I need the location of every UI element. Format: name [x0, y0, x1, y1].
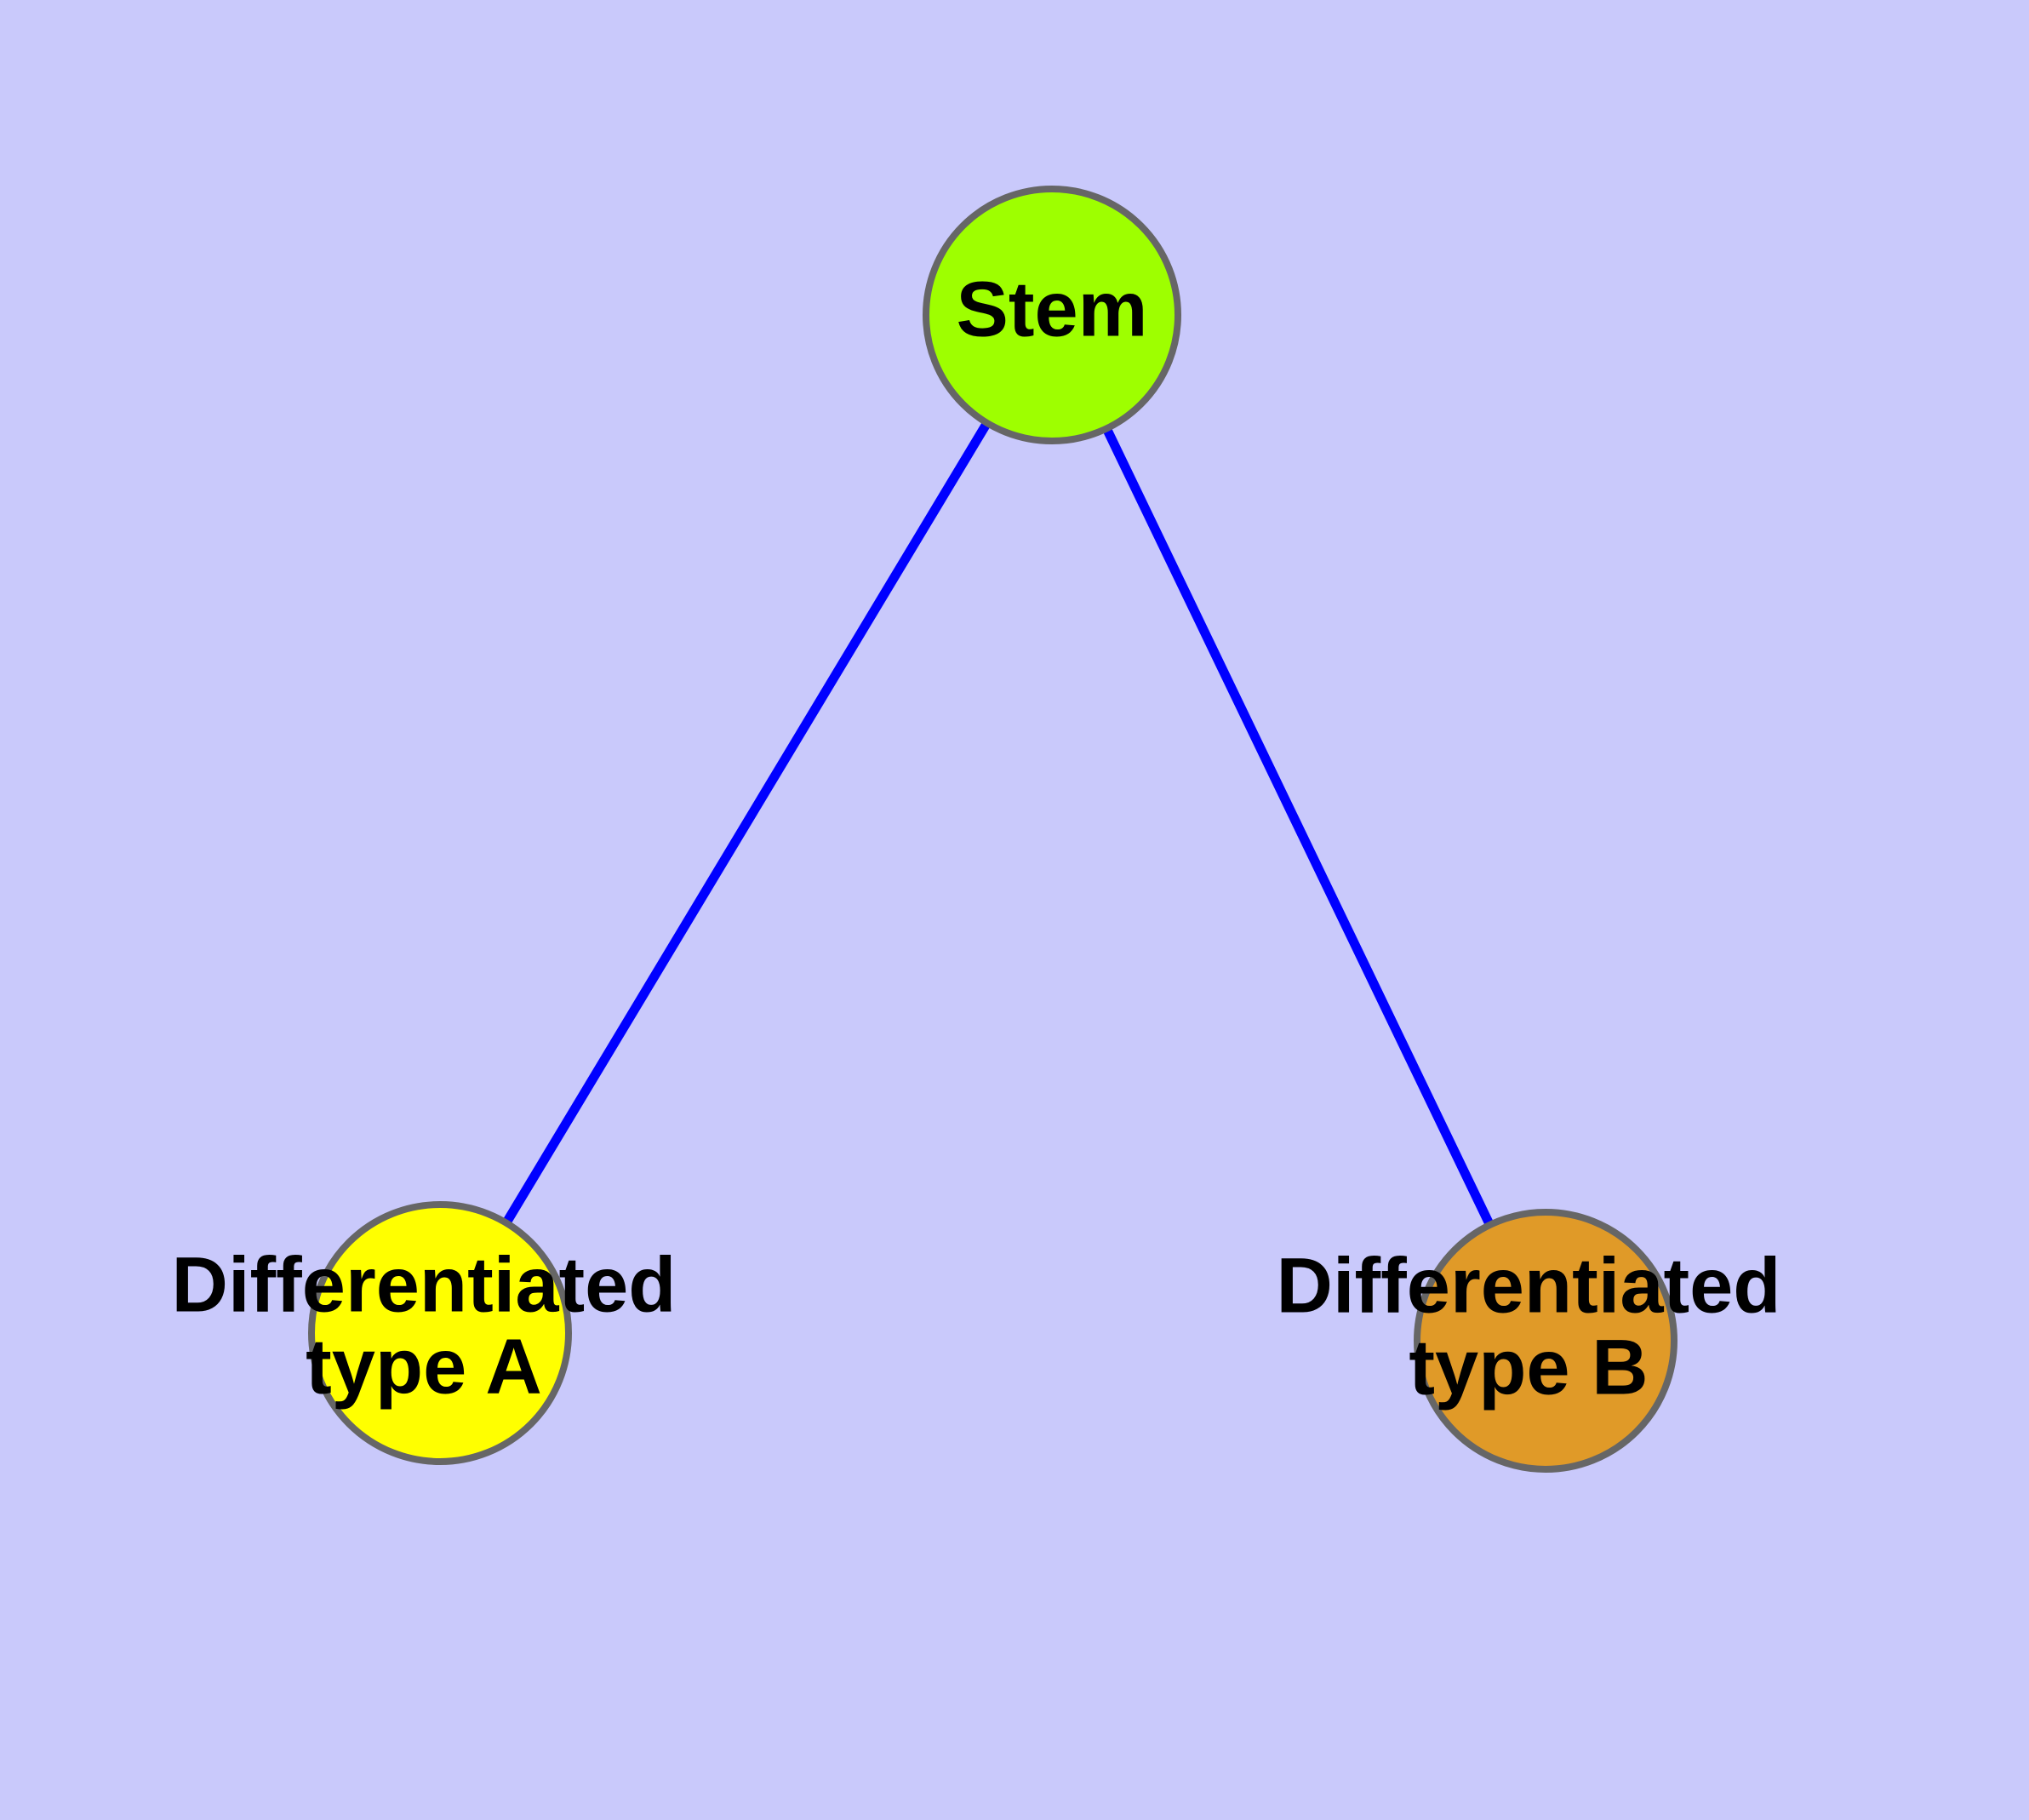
edge-stem-to-diff-b[interactable] [1048, 312, 1550, 1343]
node-label-diff_a-line-1: type A [306, 1323, 542, 1410]
node-diff_a[interactable] [308, 1201, 572, 1465]
edge-stem-to-diff-a[interactable] [436, 312, 1056, 1336]
node-label-diff_b-line-1: type B [1409, 1324, 1648, 1411]
node-circle-diff_a[interactable] [308, 1201, 572, 1465]
node-label-stem-line-0: Stem [957, 266, 1148, 352]
node-label-diff_a-line-0: Differentiated [172, 1241, 677, 1328]
edge-layer [436, 312, 1550, 1343]
node-stem[interactable] [923, 186, 1181, 444]
node-label-diff_b-line-0: Differentiated [1277, 1242, 1781, 1329]
node-circle-diff_b[interactable] [1414, 1209, 1677, 1473]
node-circle-stem[interactable] [923, 186, 1181, 444]
node-diff_b[interactable] [1414, 1209, 1677, 1473]
